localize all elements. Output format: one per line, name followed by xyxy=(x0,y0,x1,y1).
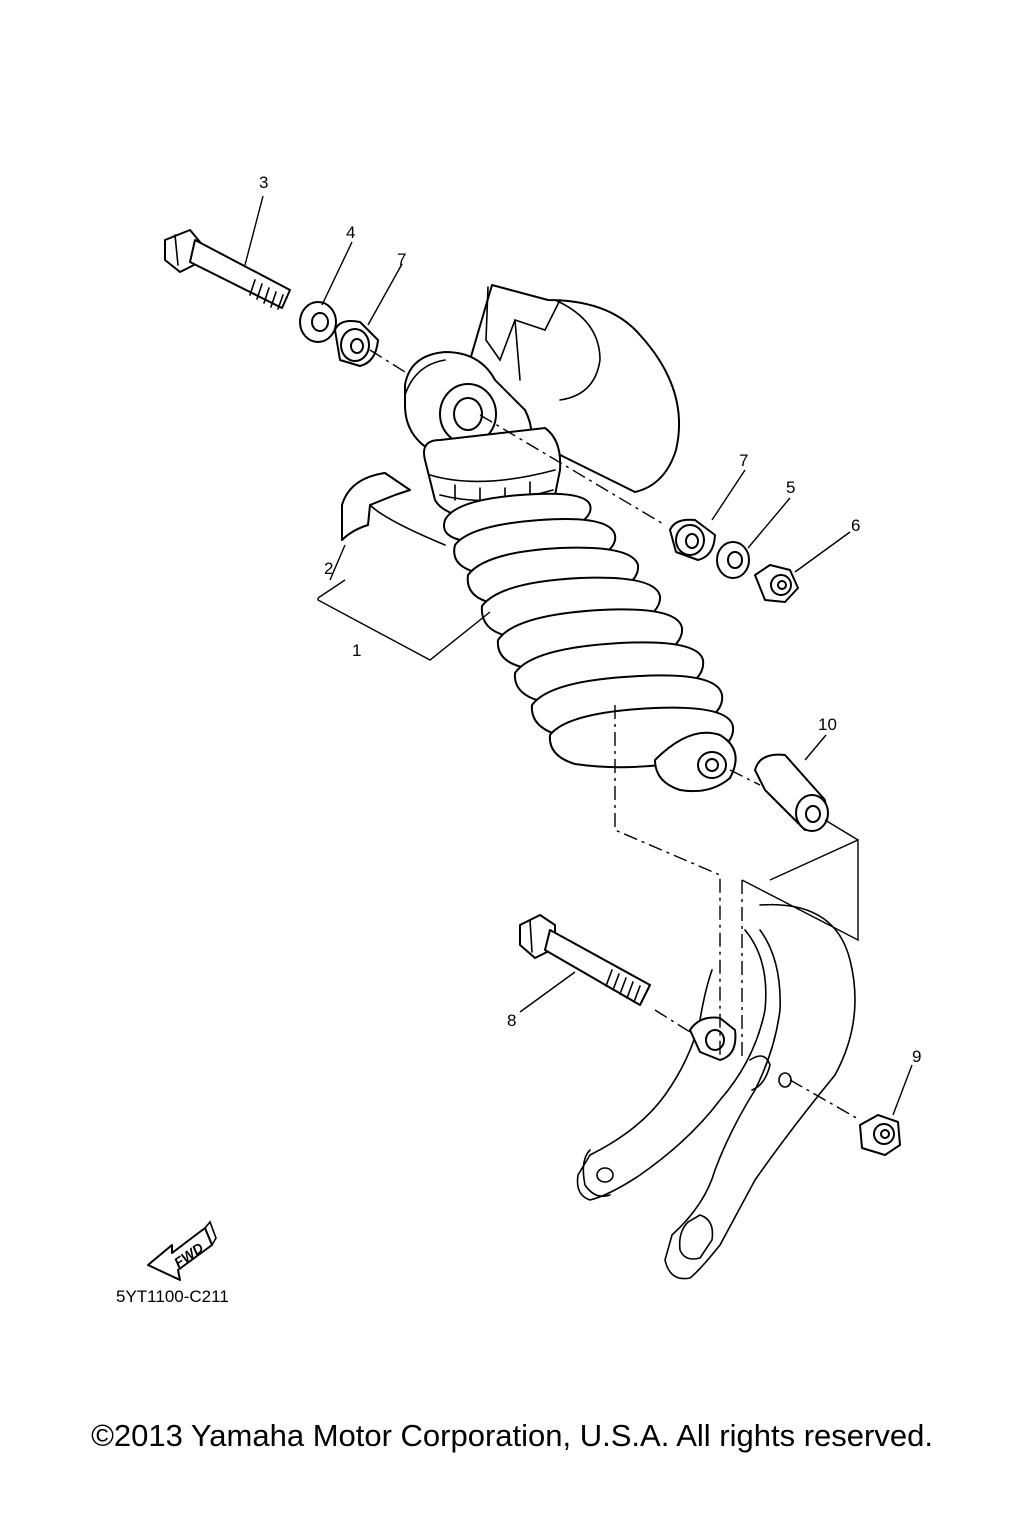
callout-7-lower: 7 xyxy=(739,451,748,470)
top-mounting-bolt xyxy=(164,229,291,310)
washer-4 xyxy=(299,301,337,343)
callout-7-upper: 7 xyxy=(397,250,406,269)
callout-10: 10 xyxy=(818,715,837,734)
callout-2: 2 xyxy=(324,559,333,578)
collar-7-lower xyxy=(669,518,716,561)
washer-5 xyxy=(716,541,750,579)
callout-9: 9 xyxy=(912,1047,921,1066)
assembly-axis-lines xyxy=(369,349,861,1121)
copyright-notice: ©2013 Yamaha Motor Corporation, U.S.A. A… xyxy=(91,1418,933,1453)
swingarm-outline xyxy=(576,903,856,1280)
callout-4: 4 xyxy=(346,223,355,242)
callout-8: 8 xyxy=(507,1011,516,1030)
drawing-code: 5YT1100-C211 xyxy=(116,1287,229,1306)
leader-lines xyxy=(244,195,913,1116)
collar-10 xyxy=(754,753,829,832)
nut-6 xyxy=(754,564,799,603)
nut-9 xyxy=(859,1114,901,1156)
rear-shock-absorber xyxy=(404,284,737,793)
callout-1: 1 xyxy=(352,641,361,660)
callout-5: 5 xyxy=(786,478,795,497)
callout-6: 6 xyxy=(851,516,860,535)
shock-reservoir xyxy=(469,284,680,493)
callout-3: 3 xyxy=(259,173,268,192)
label-sticker xyxy=(341,472,446,546)
fwd-arrow-icon: FWD xyxy=(147,1220,217,1281)
lower-mounting-bolt xyxy=(519,914,651,1006)
collar-7-upper xyxy=(334,320,379,367)
